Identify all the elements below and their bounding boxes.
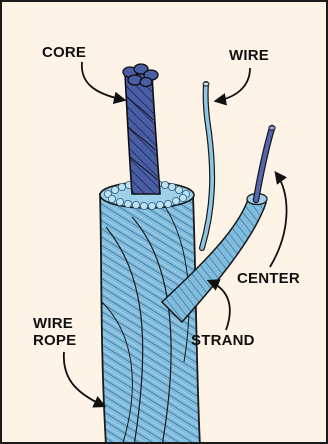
label-core: CORE [42,44,86,61]
label-wire-rope-line2: ROPE [33,332,76,349]
core-strand [123,64,160,194]
core-arrow [82,62,124,100]
label-wire: WIRE [229,47,269,64]
wire-rope-arrow [64,352,104,406]
strand-arrow [209,281,230,330]
label-strand: STRAND [191,332,255,349]
center-arrow [270,173,287,267]
wire-arrow [216,68,250,101]
label-wire-rope-line1: WIRE [33,315,76,332]
label-center: CENTER [237,270,300,287]
label-wire-rope: WIRE ROPE [33,315,76,349]
